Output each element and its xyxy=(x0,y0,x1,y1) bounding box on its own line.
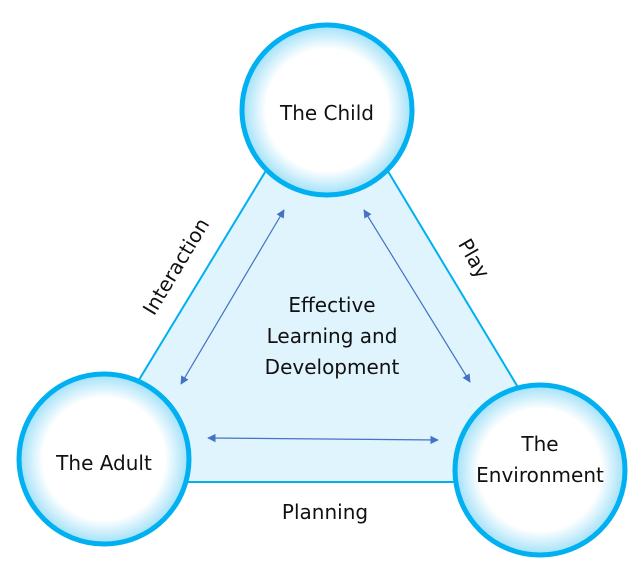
arrow-adult-environment xyxy=(207,433,439,445)
node-adult-label: The Adult xyxy=(55,451,152,475)
node-child: The Child xyxy=(239,22,415,198)
edge-label-play: Play xyxy=(453,234,495,282)
node-child-label: The Child xyxy=(279,101,374,125)
center-label-line1: Effective xyxy=(288,293,375,317)
center-label-line2: Learning and xyxy=(267,324,398,348)
center-label-line3: Development xyxy=(265,355,400,379)
node-environment: The Environment xyxy=(452,382,628,558)
node-environment-label-line1: The xyxy=(520,432,558,456)
edge-label-planning: Planning xyxy=(282,500,368,524)
node-adult: The Adult xyxy=(16,371,192,547)
arrow-child-adult xyxy=(180,209,285,385)
arrow-child-environment xyxy=(363,209,471,383)
node-environment-label-line2: Environment xyxy=(476,463,604,487)
